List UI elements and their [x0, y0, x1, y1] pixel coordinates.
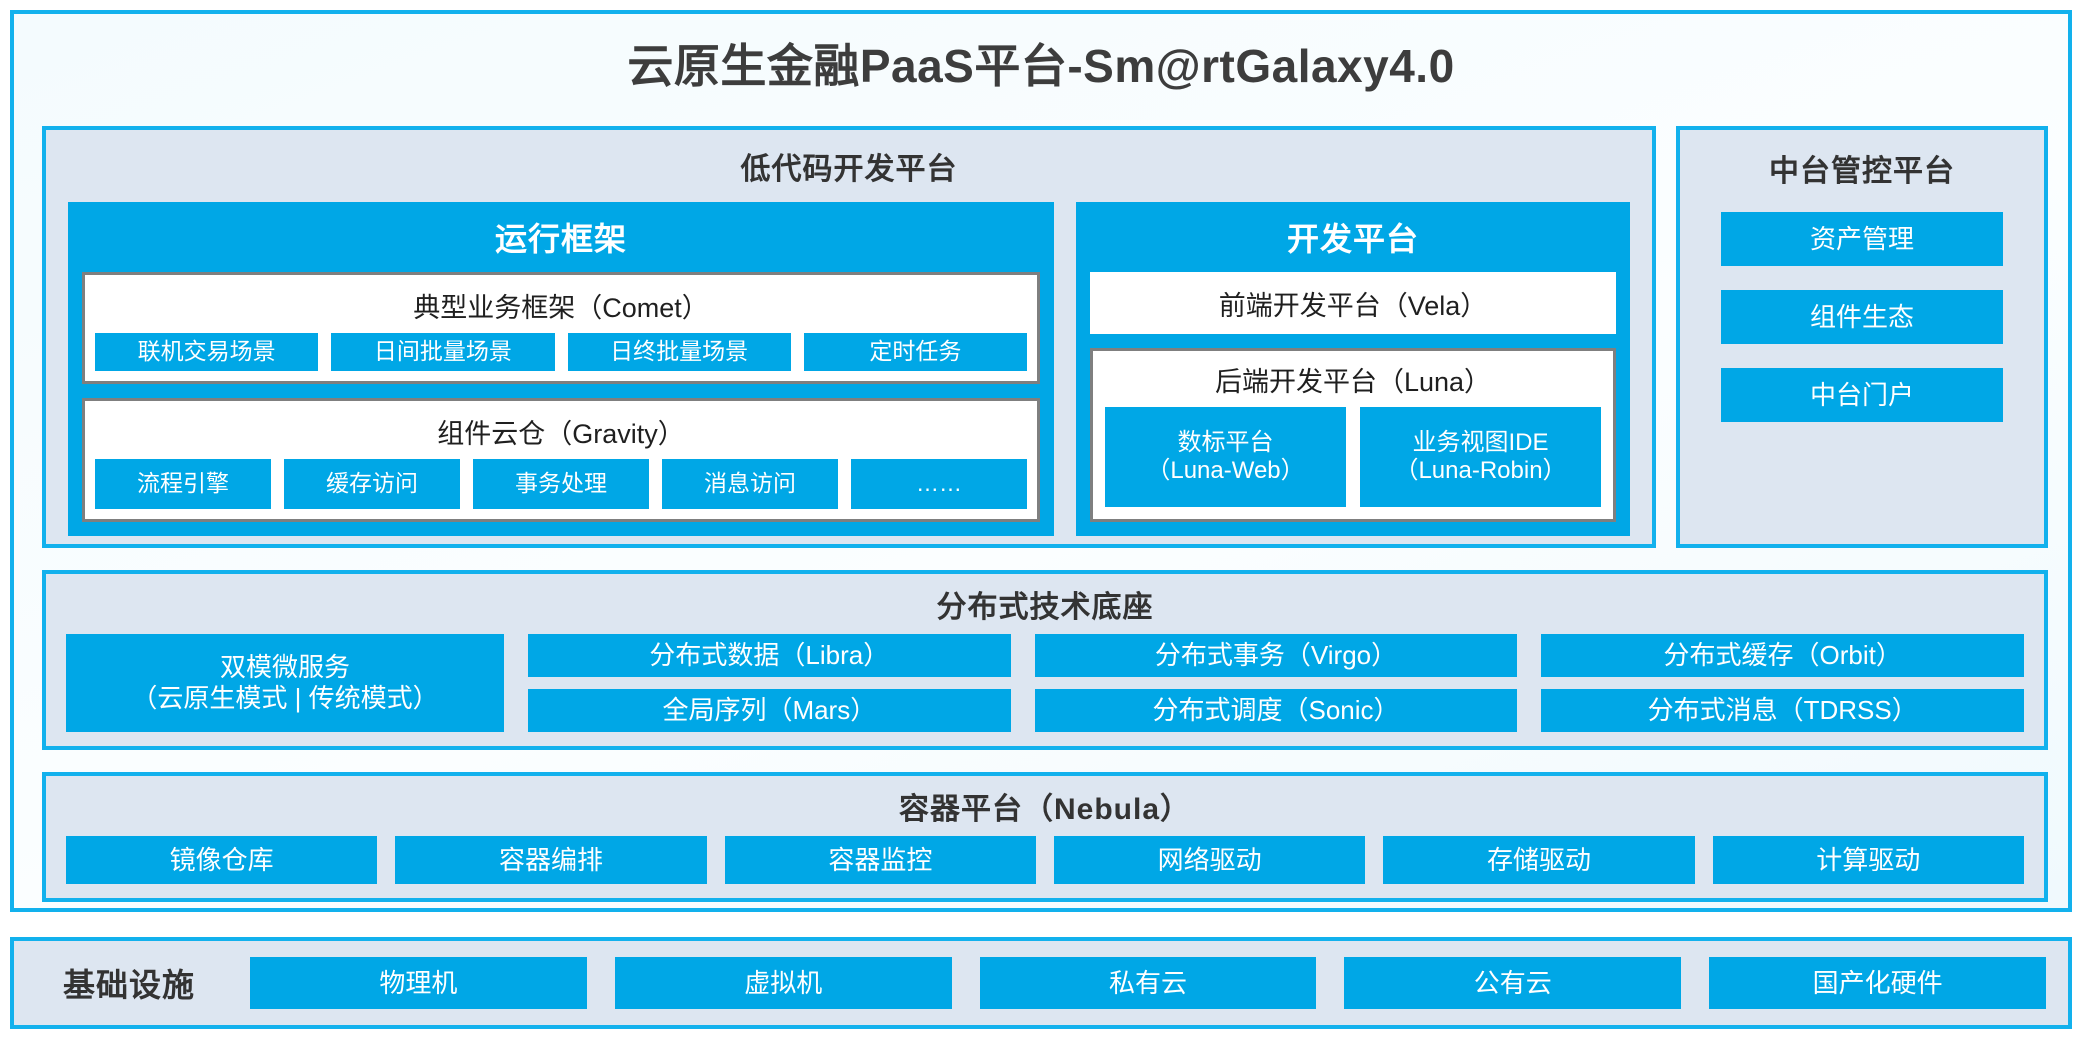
runtime-framework-heading: 运行框架	[494, 221, 627, 257]
comet-heading: 典型业务框架（Comet）	[413, 293, 709, 323]
dual-mode-microservice[interactable]: 双模微服务 （云原生模式 | 传统模式）	[66, 634, 504, 732]
infrastructure-item-private-cloud[interactable]: 私有云	[979, 957, 1317, 1009]
gravity-item-ellipsis[interactable]: ……	[851, 459, 1027, 509]
comet-item[interactable]: 日终批量场景	[567, 333, 791, 371]
midplatform-item-portal[interactable]: 中台门户	[1721, 368, 2003, 422]
distributed-item-orbit[interactable]: 分布式缓存（Orbit）	[1541, 634, 2025, 677]
comet-framework-box: 典型业务框架（Comet） 联机交易场景 日间批量场景 日终批量场景 定时任务	[82, 272, 1040, 384]
container-item-monitoring[interactable]: 容器监控	[724, 836, 1036, 884]
lowcode-platform-panel: 低代码开发平台 运行框架 典型业务框架（Comet） 联机交易场景 日间批量场景…	[42, 126, 1656, 548]
luna-item-row: 数标平台 （Luna-Web） 业务视图IDE （Luna-Robin）	[1105, 407, 1601, 507]
midplatform-title: 中台管控平台	[1769, 155, 1955, 188]
gravity-item-row: 流程引擎 缓存访问 事务处理 消息访问 ……	[95, 459, 1027, 509]
page-title: 云原生金融PaaS平台-Sm@rtGalaxy4.0	[627, 40, 1455, 92]
distributed-column: 分布式事务（Virgo） 分布式调度（Sonic）	[1034, 634, 1518, 732]
container-item-network-driver[interactable]: 网络驱动	[1053, 836, 1366, 884]
midplatform-item-component-ecosystem[interactable]: 组件生态	[1721, 290, 2003, 344]
lowcode-columns: 运行框架 典型业务框架（Comet） 联机交易场景 日间批量场景 日终批量场景 …	[46, 188, 1652, 558]
infrastructure-label: 基础设施	[62, 967, 195, 1003]
infrastructure-item-virtual-machine[interactable]: 虚拟机	[614, 957, 952, 1009]
gravity-item[interactable]: 流程引擎	[95, 459, 271, 509]
comet-item[interactable]: 定时任务	[803, 333, 1027, 371]
development-platform-heading: 开发平台	[1286, 221, 1419, 257]
gravity-heading: 组件云仓（Gravity）	[437, 419, 685, 449]
container-item-compute-driver[interactable]: 计算驱动	[1712, 836, 2024, 884]
container-platform-title: 容器平台（Nebula）	[898, 793, 1192, 826]
container-item-orchestration[interactable]: 容器编排	[395, 836, 707, 884]
midplatform-item-list: 资产管理 组件生态 中台门户	[1680, 212, 2044, 422]
luna-web-code: （Luna-Web）	[1146, 457, 1305, 484]
distributed-column: 分布式数据（Libra） 全局序列（Mars）	[528, 634, 1011, 732]
midplatform-item-asset-management[interactable]: 资产管理	[1721, 212, 2003, 266]
container-item-storage-driver[interactable]: 存储驱动	[1383, 836, 1695, 884]
dual-mode-line2: （云原生模式 | 传统模式）	[131, 683, 439, 713]
runtime-framework-block: 运行框架 典型业务框架（Comet） 联机交易场景 日间批量场景 日终批量场景 …	[68, 202, 1054, 536]
distributed-item-libra[interactable]: 分布式数据（Libra）	[528, 634, 1011, 677]
gravity-item[interactable]: 消息访问	[662, 459, 838, 509]
luna-web-item[interactable]: 数标平台 （Luna-Web）	[1105, 407, 1346, 507]
distributed-item-sonic[interactable]: 分布式调度（Sonic）	[1034, 689, 1518, 732]
infrastructure-item-physical-machine[interactable]: 物理机	[250, 957, 587, 1009]
container-item-image-registry[interactable]: 镜像仓库	[66, 836, 378, 884]
luna-robin-code: （Luna-Robin）	[1394, 457, 1567, 484]
gravity-item[interactable]: 事务处理	[473, 459, 649, 509]
luna-backend-platform-box: 后端开发平台（Luna） 数标平台 （Luna-Web） 业务视图IDE （Lu…	[1090, 348, 1616, 522]
lowcode-platform-title: 低代码开发平台	[740, 153, 958, 186]
container-platform-panel: 容器平台（Nebula） 镜像仓库 容器编排 容器监控 网络驱动 存储驱动 计算…	[42, 772, 2048, 902]
luna-heading: 后端开发平台（Luna）	[1214, 367, 1492, 397]
distributed-column: 分布式缓存（Orbit） 分布式消息（TDRSS）	[1541, 634, 2025, 732]
distributed-body: 双模微服务 （云原生模式 | 传统模式） 分布式数据（Libra） 全局序列（M…	[46, 626, 2044, 746]
luna-web-name: 数标平台	[1177, 428, 1274, 456]
distributed-item-tdrss[interactable]: 分布式消息（TDRSS）	[1541, 689, 2025, 732]
comet-item-row: 联机交易场景 日间批量场景 日终批量场景 定时任务	[95, 333, 1027, 371]
luna-robin-name: 业务视图IDE	[1412, 428, 1549, 456]
luna-robin-item[interactable]: 业务视图IDE （Luna-Robin）	[1360, 407, 1601, 507]
distributed-item-mars[interactable]: 全局序列（Mars）	[528, 689, 1011, 732]
distributed-tech-base-title: 分布式技术底座	[936, 591, 1154, 624]
distributed-item-virgo[interactable]: 分布式事务（Virgo）	[1034, 634, 1518, 677]
infrastructure-bar: 基础设施 物理机 虚拟机 私有云 公有云 国产化硬件	[10, 937, 2072, 1029]
infrastructure-item-public-cloud[interactable]: 公有云	[1344, 957, 1682, 1009]
gravity-item[interactable]: 缓存访问	[284, 459, 460, 509]
platform-outer-frame: 云原生金融PaaS平台-Sm@rtGalaxy4.0 低代码开发平台 运行框架 …	[10, 10, 2072, 912]
distributed-tech-base-panel: 分布式技术底座 双模微服务 （云原生模式 | 传统模式） 分布式数据（Libra…	[42, 570, 2048, 750]
vela-frontend-platform[interactable]: 前端开发平台（Vela）	[1090, 272, 1616, 334]
gravity-component-box: 组件云仓（Gravity） 流程引擎 缓存访问 事务处理 消息访问 ……	[82, 398, 1040, 522]
comet-item[interactable]: 日间批量场景	[331, 333, 555, 371]
infrastructure-item-domestic-hardware[interactable]: 国产化硬件	[1709, 957, 2046, 1009]
container-item-row: 镜像仓库 容器编排 容器监控 网络驱动 存储驱动 计算驱动	[46, 828, 2044, 898]
comet-item[interactable]: 联机交易场景	[95, 333, 319, 371]
development-platform-block: 开发平台 前端开发平台（Vela） 后端开发平台（Luna） 数标平台 （Lun…	[1076, 202, 1630, 536]
midplatform-management-panel: 中台管控平台 资产管理 组件生态 中台门户	[1676, 126, 2048, 548]
dual-mode-line1: 双模微服务	[219, 652, 350, 683]
